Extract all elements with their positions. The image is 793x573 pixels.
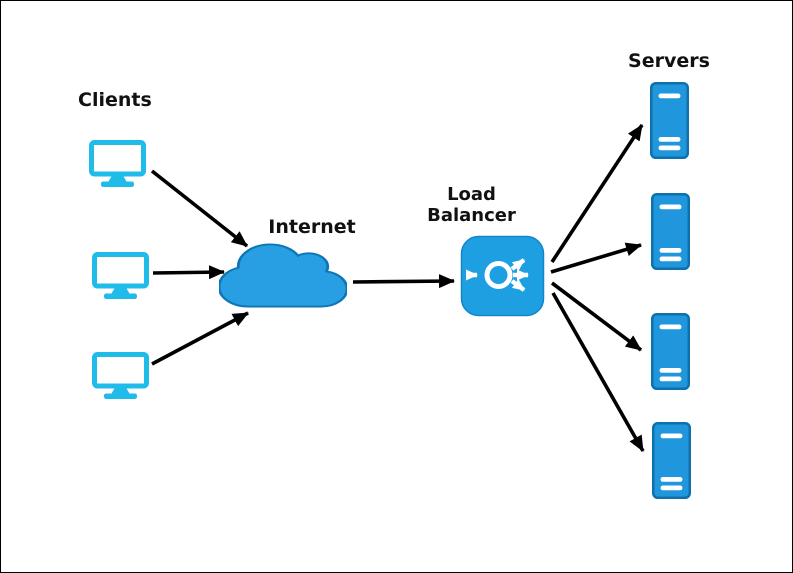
monitor-icon bbox=[92, 252, 149, 299]
arrow-load-balancer-to-server-2 bbox=[550, 242, 642, 274]
clients-label: Clients bbox=[78, 89, 152, 111]
server-icon bbox=[650, 82, 689, 159]
server-node-1 bbox=[650, 82, 689, 159]
server-icon bbox=[652, 422, 691, 499]
client-node-1 bbox=[89, 140, 146, 187]
cloud-icon bbox=[217, 243, 349, 308]
server-node-3 bbox=[651, 313, 690, 390]
load-balancer-node bbox=[460, 235, 545, 317]
monitor-icon bbox=[89, 140, 146, 187]
server-icon bbox=[651, 313, 690, 390]
arrow-internet-to-load-balancer bbox=[352, 274, 455, 289]
internet-label: Internet bbox=[268, 216, 356, 238]
server-node-4 bbox=[652, 422, 691, 499]
server-icon bbox=[651, 193, 690, 270]
internet-node bbox=[217, 240, 349, 311]
load-balancer-label: Load Balancer bbox=[427, 184, 516, 226]
arrow-load-balancer-to-server-3 bbox=[550, 281, 643, 352]
load-balancer-icon bbox=[460, 235, 545, 317]
arrow-client-2-to-internet bbox=[152, 265, 225, 280]
monitor-icon bbox=[92, 352, 149, 399]
arrow-client-3-to-internet bbox=[151, 311, 249, 366]
arrow-load-balancer-to-server-4 bbox=[551, 292, 645, 452]
arrow-client-1-to-internet bbox=[150, 169, 249, 248]
client-node-3 bbox=[92, 352, 149, 399]
arrow-load-balancer-to-server-1 bbox=[550, 124, 644, 263]
client-node-2 bbox=[92, 252, 149, 299]
server-node-2 bbox=[651, 193, 690, 270]
servers-label: Servers bbox=[628, 50, 710, 72]
